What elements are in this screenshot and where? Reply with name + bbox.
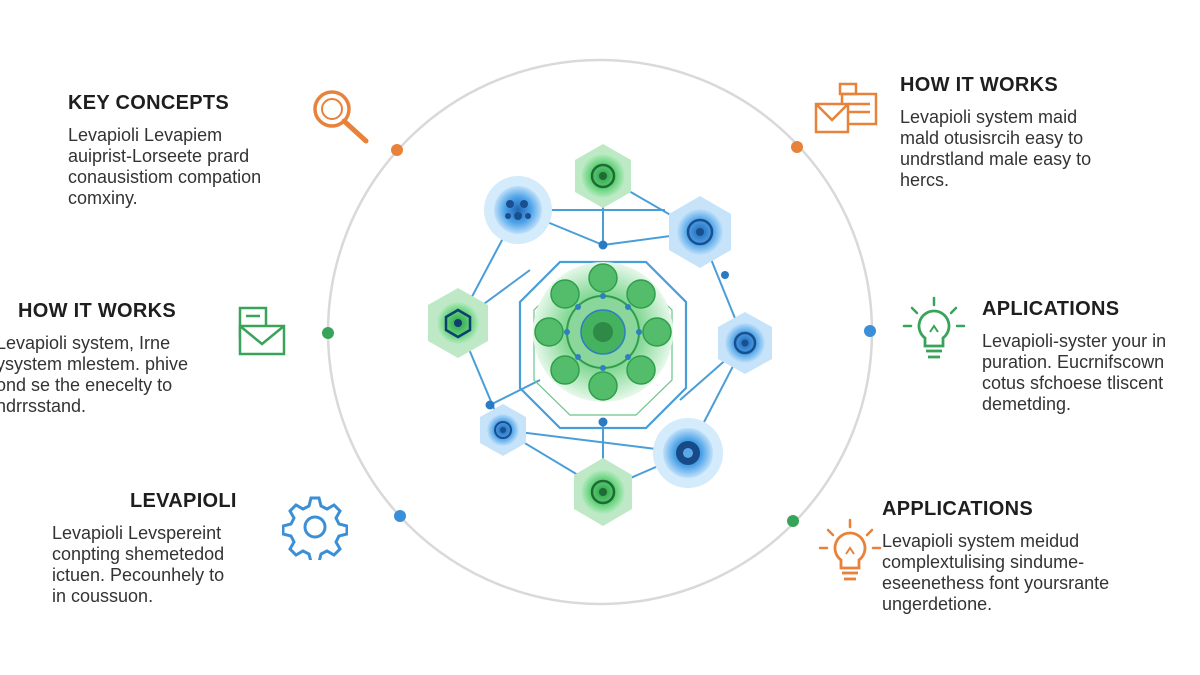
how-it-works-left-panel: HOW IT WORKS Levapioli system, Irne ysys… (0, 300, 188, 417)
ring-dot-applications-bottom (787, 515, 799, 527)
lightbulb-icon (902, 296, 966, 359)
ring-dot-levapioli (394, 510, 406, 522)
aplications-right-line-3: cotus sfchoese tliscent (982, 373, 1164, 393)
applications-bottom-line-3: eseenethess font yoursrante (882, 573, 1110, 593)
node-right-blue (718, 312, 772, 374)
how-it-works-left-title: HOW IT WORKS (18, 300, 177, 322)
magnifier-icon (313, 90, 369, 144)
how-it-works-top-panel: HOW IT WORKS Levapioli system maid mald … (900, 74, 1091, 191)
node-topleft-blue (484, 176, 552, 244)
applications-bottom-line-4: ungerdetione. (882, 594, 993, 614)
applications-bottom-panel: APPLICATIONS Levapioli system meidud com… (882, 498, 1109, 615)
node-bottomright-blue (653, 418, 723, 488)
node-top-green (575, 144, 631, 208)
ring-dot-how-it-works-top (791, 141, 803, 153)
clipboard-envelope-icon (238, 306, 286, 356)
how-it-works-left-line-4: ndrrsstand. (0, 396, 87, 416)
key-concepts-line-4: comxiny. (68, 188, 138, 208)
applications-bottom-line-2: complextulising sindume- (882, 552, 1085, 572)
aplications-right-title: APLICATIONS (982, 298, 1120, 320)
aplications-right-line-2: puration. Eucrnifscown (982, 352, 1165, 372)
levapioli-line-4: in coussuon. (52, 586, 154, 606)
core-frame (518, 260, 688, 430)
how-it-works-top-line-3: undrstland male easy to (900, 149, 1092, 169)
levapioli-line-1: Levapioli Levspereint (52, 523, 222, 543)
key-concepts-line-2: auiprist-Lorseete prard (68, 146, 250, 166)
how-it-works-left-line-2: ysystem mlestem. phive (0, 354, 189, 374)
aplications-right-panel: APLICATIONS Levapioli-syster your in pur… (982, 298, 1166, 415)
node-bottom-green (574, 458, 632, 526)
levapioli-title: LEVAPIOLI (130, 490, 237, 512)
levapioli-panel: LEVAPIOLI Levapioli Levspereint conpting… (52, 490, 237, 607)
node-bottomleft-blue (480, 404, 526, 456)
how-it-works-top-line-4: hercs. (900, 170, 950, 190)
how-it-works-top-line-1: Levapioli system maid (900, 107, 1078, 127)
how-it-works-top-line-2: mald otusisrcih easy to (900, 128, 1084, 148)
node-topright-blue (669, 196, 731, 268)
applications-bottom-title: APPLICATIONS (882, 498, 1034, 520)
levapioli-line-2: conpting shemetedod (52, 544, 225, 564)
key-concepts-line-3: conausistiom compation (68, 167, 262, 187)
ring-dot-key-concepts (391, 144, 403, 156)
envelope-document-icon (814, 82, 878, 134)
lightbulb-icon (818, 518, 882, 581)
key-concepts-line-1: Levapioli Levapiem (68, 125, 223, 145)
gear-icon (282, 496, 348, 560)
key-concepts-panel: KEY CONCEPTS Levapioli Levapiem auiprist… (68, 92, 261, 209)
aplications-right-line-4: demetding. (982, 394, 1072, 414)
ring-dot-aplications (864, 325, 876, 337)
node-left-green (428, 288, 488, 358)
how-it-works-left-line-3: ond se the enecelty to (0, 375, 173, 395)
network-junctions (485, 240, 729, 427)
applications-bottom-line-1: Levapioli system meidud (882, 531, 1080, 551)
key-concepts-title: KEY CONCEPTS (68, 92, 230, 114)
aplications-right-line-1: Levapioli-syster your in (982, 331, 1167, 351)
ring-dot-how-it-works-left (322, 327, 334, 339)
levapioli-line-3: ictuen. Pecounhely to (52, 565, 225, 585)
how-it-works-top-title: HOW IT WORKS (900, 74, 1059, 96)
core-cluster (533, 262, 673, 402)
how-it-works-left-line-1: Levapioli system, Irne (0, 333, 171, 353)
